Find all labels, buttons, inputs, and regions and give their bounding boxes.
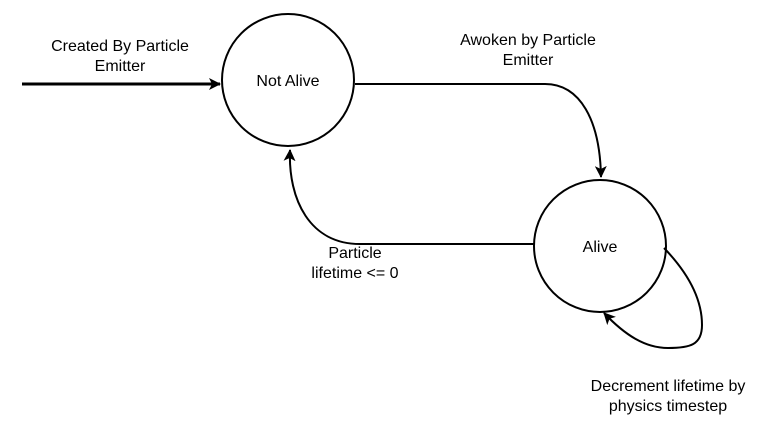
awoken-transition-label: Awoken by Particle Emitter bbox=[425, 31, 631, 71]
created-transition-label: Created By Particle Emitter bbox=[22, 37, 218, 77]
death-transition-label: Particle lifetime <= 0 bbox=[290, 244, 420, 284]
awoken-label-line-2: Emitter bbox=[502, 52, 554, 69]
decrement-self-loop-arrow bbox=[603, 247, 704, 350]
decrement-transition-label: Decrement lifetime by physics timestep bbox=[558, 377, 778, 417]
decrement-label-line-2: physics timestep bbox=[608, 398, 728, 415]
decrement-label-line-1: Decrement lifetime by bbox=[590, 378, 746, 395]
death-label-line-2: lifetime <= 0 bbox=[311, 265, 399, 282]
awoken-label-line-1: Awoken by Particle bbox=[460, 32, 596, 49]
state-not-alive-label: Not Alive bbox=[256, 73, 319, 90]
death-transition-arrow bbox=[283, 149, 534, 245]
state-alive-node bbox=[533, 179, 667, 313]
created-label-line-1: Created By Particle bbox=[51, 38, 189, 55]
created-label-line-2: Emitter bbox=[94, 58, 146, 75]
state-not-alive-node bbox=[221, 13, 355, 147]
awoken-transition-arrow bbox=[355, 83, 607, 178]
state-alive-label: Alive bbox=[583, 239, 618, 256]
death-label-line-1: Particle bbox=[328, 245, 382, 262]
